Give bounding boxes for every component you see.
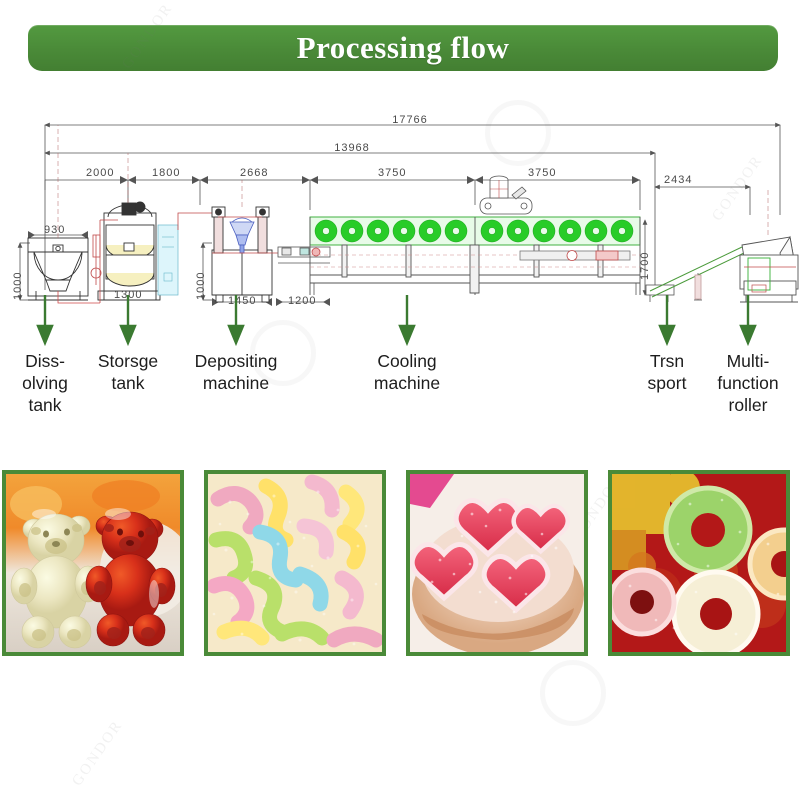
- label-line: tank: [28, 395, 62, 415]
- label-line: Multi-: [726, 351, 770, 371]
- dimension-main-line: 13968: [334, 142, 370, 154]
- transfer-conveyor-short: [277, 246, 331, 264]
- dimension-total: 17766: [392, 114, 428, 126]
- label-transport: Trsn sport: [638, 350, 696, 394]
- control-panel: [157, 224, 179, 296]
- machine-depositing: [211, 206, 273, 303]
- dimension-3750-right: 3750: [528, 167, 557, 179]
- photo-image-gummy-worms: [208, 474, 382, 652]
- dimension-930: 930: [44, 224, 66, 236]
- ring-orange: [747, 527, 786, 601]
- label-storage-tank: Storsge tank: [86, 350, 170, 394]
- dimension-2000: 2000: [86, 167, 115, 179]
- label-line: Cooling: [377, 351, 437, 371]
- pipe-storage: [90, 219, 118, 303]
- dimension-line-main: [44, 150, 656, 295]
- dimension-3750-left: 3750: [378, 167, 407, 179]
- ring-green: [663, 485, 753, 575]
- product-photo-strip: [0, 470, 800, 670]
- label-line: roller: [728, 395, 768, 415]
- dimension-2668: 2668: [240, 167, 269, 179]
- product-photo-gummy-bears[interactable]: [2, 470, 184, 656]
- depositing-hopper: [229, 217, 255, 254]
- machine-cooling-tunnel: [309, 216, 641, 295]
- cooling-top-unit: [479, 175, 533, 215]
- label-line: olving: [22, 373, 68, 393]
- dimension-2434: 2434: [664, 174, 693, 186]
- dimension-1700: 1700: [639, 251, 651, 280]
- label-line: tank: [111, 373, 145, 393]
- diagram-svg: [17, 122, 799, 306]
- photo-image-gummy-hearts: [410, 474, 584, 652]
- machine-storage-tank: [97, 201, 161, 301]
- machine-transport-conveyor: [645, 246, 745, 302]
- cooling-discharge: [519, 250, 631, 261]
- page-title-bar: Processing flow: [28, 25, 778, 71]
- watermark-text: GONDOR: [69, 717, 127, 789]
- label-line: Trsn: [649, 351, 685, 371]
- product-photo-gummy-hearts[interactable]: [406, 470, 588, 656]
- label-multifunction-roller: Multi- function roller: [704, 350, 792, 416]
- dimension-1800: 1800: [152, 167, 181, 179]
- machine-dissolving-tank: [27, 237, 89, 301]
- label-line: machine: [202, 373, 270, 393]
- page-title: Processing flow: [296, 30, 510, 65]
- photo-image-gummy-bears: [6, 474, 180, 652]
- label-depositing-machine: Depositing machine: [176, 350, 296, 394]
- product-photo-gummy-rings[interactable]: [608, 470, 790, 656]
- process-labels-row: Diss- olving tank Storsge tank Depositin…: [0, 295, 800, 460]
- pipe-storage-to-depositing: [177, 212, 218, 230]
- production-line-diagram: 17766 13968 2000 1800 2668 3750 3750 243…: [0, 95, 800, 325]
- photo-image-gummy-rings: [612, 474, 786, 652]
- label-line: function: [717, 373, 779, 393]
- label-line: sport: [647, 373, 687, 393]
- label-cooling-machine: Cooling machine: [358, 350, 456, 394]
- dimension-line-1000-b: [200, 242, 212, 301]
- ring-cream: [671, 569, 761, 652]
- ring-pink: [612, 567, 677, 637]
- label-arrows: [36, 295, 757, 347]
- product-photo-gummy-worms[interactable]: [204, 470, 386, 656]
- label-line: Diss-: [25, 351, 65, 371]
- label-line: Depositing: [194, 351, 278, 371]
- pipe-dissolving-to-storage: [57, 291, 100, 304]
- label-dissolving-tank: Diss- olving tank: [8, 350, 82, 416]
- dimension-line-2434: [654, 184, 751, 215]
- label-line: machine: [373, 373, 441, 393]
- dimension-1200: 1200: [288, 295, 317, 307]
- label-line: Storsge: [97, 351, 159, 371]
- machine-multifunction-roller: [739, 235, 799, 303]
